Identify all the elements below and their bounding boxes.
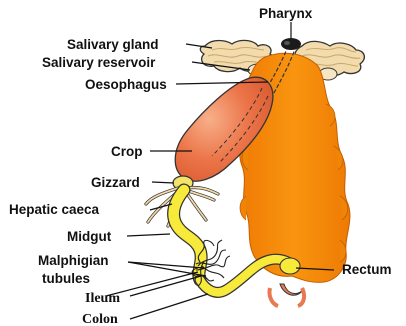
label-pharynx: Pharynx: [259, 6, 313, 21]
label-malphigian-line1: Malphigian: [38, 253, 109, 268]
label-oesophagus: Oesophagus: [85, 77, 167, 92]
label-salivary-reservoir: Salivary reservoir: [42, 55, 156, 70]
label-gizzard: Gizzard: [91, 175, 140, 190]
pharynx: [281, 38, 301, 50]
label-hepatic-caeca: Hepatic caeca: [9, 202, 100, 217]
label-midgut: Midgut: [67, 229, 112, 244]
label-salivary-gland: Salivary gland: [67, 37, 159, 52]
label-malphigian-line2: tubules: [42, 271, 90, 286]
label-colon: Colon: [82, 312, 118, 326]
label-ileum: Ileum: [85, 291, 120, 306]
label-crop: Crop: [111, 144, 143, 159]
label-rectum: Rectum: [342, 262, 392, 277]
